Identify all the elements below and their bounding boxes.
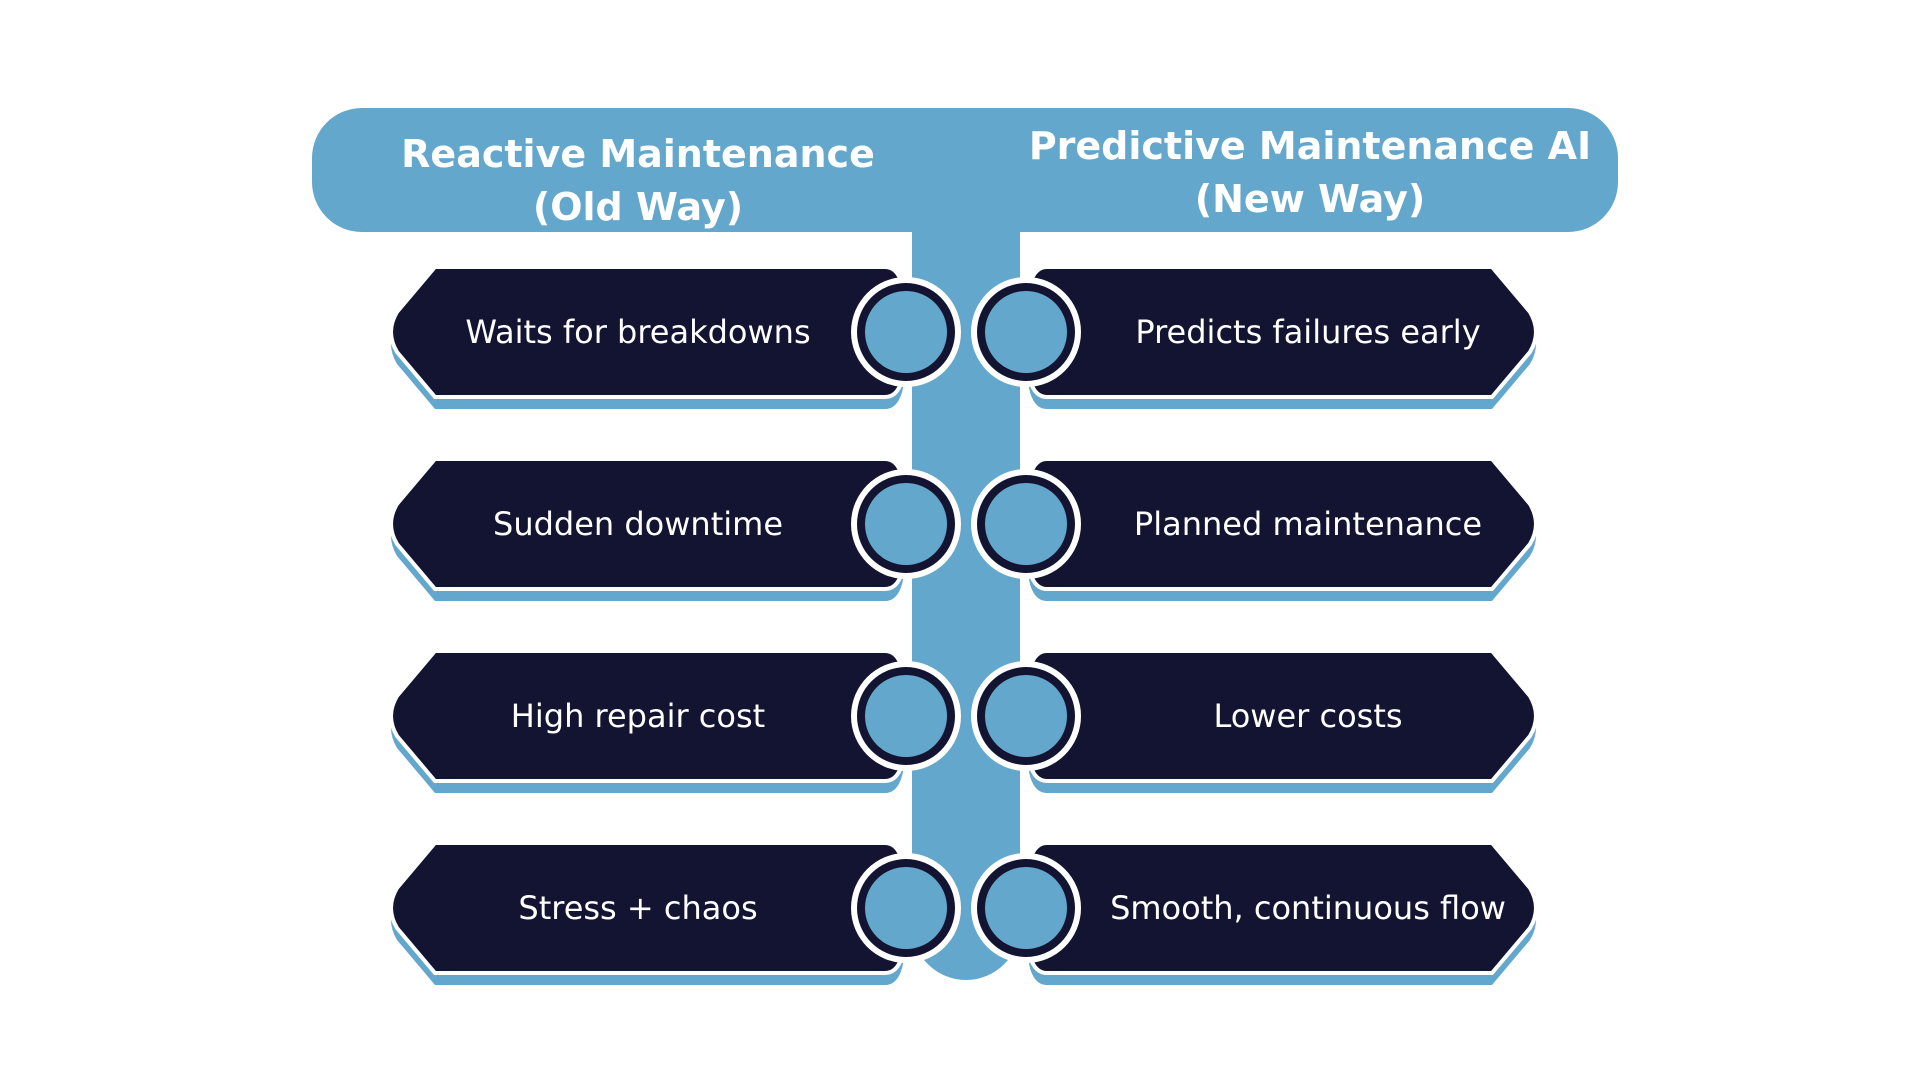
header-left-title: Reactive Maintenance (Old Way) (328, 128, 948, 234)
row-3-right-label: Lower costs (1213, 697, 1403, 735)
row-2-left-label: Sudden downtime (493, 505, 783, 543)
row-1-left-connector (865, 291, 947, 373)
row-1-right-connector (985, 291, 1067, 373)
header-left-line1: Reactive Maintenance (401, 132, 875, 176)
row-1-left-label: Waits for breakdowns (465, 313, 811, 351)
header-right-line2: (New Way) (1194, 177, 1426, 221)
row-3-left-label: High repair cost (510, 697, 766, 735)
row-4-right-connector (985, 867, 1067, 949)
row-2-right-label: Planned maintenance (1133, 505, 1483, 543)
header-right-title: Predictive Maintenance AI (New Way) (1000, 120, 1620, 226)
row-2-right-connector (985, 483, 1067, 565)
header-banner (312, 108, 1618, 232)
row-4-left-label: Stress + chaos (518, 889, 758, 927)
row-3-left-connector (865, 675, 947, 757)
row-1-right-label: Predicts failures early (1135, 313, 1481, 351)
row-3-right-connector (985, 675, 1067, 757)
central-stem (912, 220, 1020, 980)
row-2-left-connector (865, 483, 947, 565)
header-left-line2: (Old Way) (532, 185, 744, 229)
row-4-left-connector (865, 867, 947, 949)
header-right-line1: Predictive Maintenance AI (1028, 124, 1592, 168)
row-4-right-label: Smooth, continuous flow (1110, 889, 1506, 927)
